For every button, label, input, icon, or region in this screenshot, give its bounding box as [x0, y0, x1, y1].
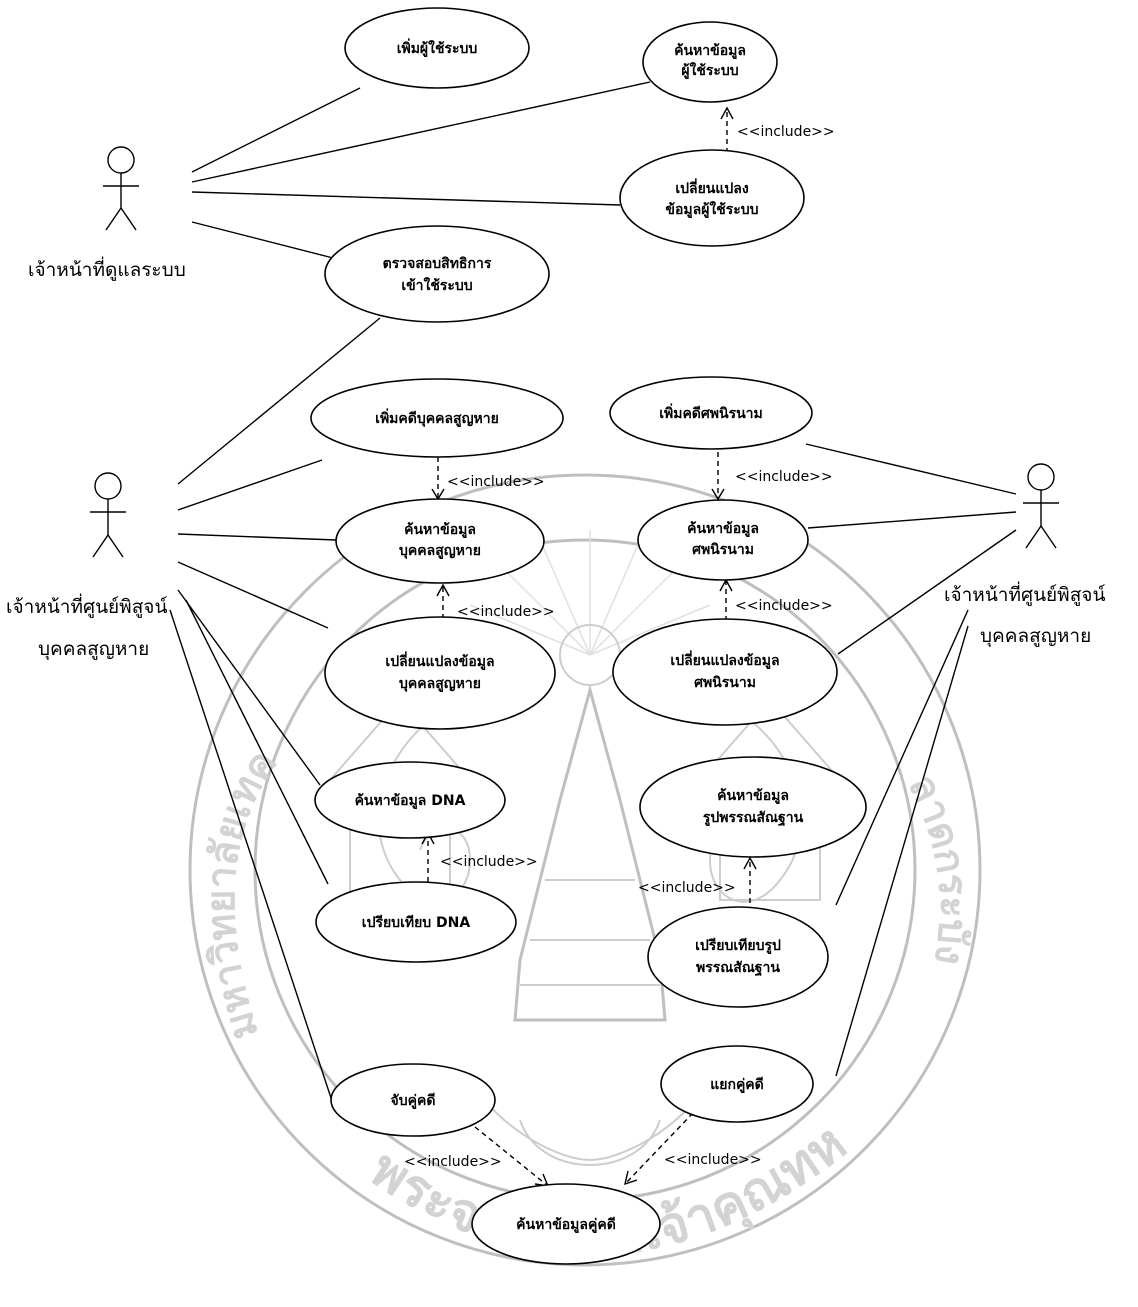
svg-text:พรรณสัณฐาน: พรรณสัณฐาน [696, 960, 780, 977]
include-label: <<include>> [638, 880, 736, 896]
svg-text:เปรียบเทียบรูป: เปรียบเทียบรูป [695, 938, 781, 954]
actor-label-line2: บุคคลสูญหาย [980, 625, 1091, 648]
include-label: <<include>> [447, 474, 545, 490]
include-edit-user-to-search-user: <<include>> [720, 106, 835, 153]
include-compare-feature-to-search-feature: <<include>> [638, 856, 757, 912]
include-split-pair-to-search-pair: <<include>> [624, 1112, 762, 1186]
svg-text:ค้นหาข้อมูล: ค้นหาข้อมูล [717, 788, 789, 804]
usecase-search-dna[interactable]: ค้นหาข้อมูล DNA [314, 761, 506, 839]
assoc-left-search-missing [177, 533, 337, 541]
svg-text:ตรวจสอบสิทธิการ: ตรวจสอบสิทธิการ [383, 256, 492, 272]
svg-text:เข้าใช้ระบบ: เข้าใช้ระบบ [401, 276, 472, 294]
assoc-right-split-pair [835, 625, 969, 1077]
actor-label: เจ้าหน้าที่ดูแลระบบ [28, 256, 186, 281]
usecase-edit-user[interactable]: เปลี่ยนแปลง ข้อมูลผู้ใช้ระบบ [619, 149, 805, 247]
svg-text:เพิ่มผู้ใช้ระบบ: เพิ่มผู้ใช้ระบบ [397, 38, 478, 57]
assoc-admin-edit-user [191, 191, 621, 206]
include-label: <<include>> [404, 1154, 502, 1170]
svg-text:ค้นหาข้อมูล: ค้นหาข้อมูล [674, 43, 746, 59]
usecase-match-pair[interactable]: จับคู่คดี [330, 1063, 496, 1137]
seal-sun-rays [469, 530, 711, 656]
include-label: <<include>> [457, 604, 555, 620]
stick-figure-icon [1023, 463, 1059, 549]
svg-text:เปลี่ยนแปลงข้อมูล: เปลี่ยนแปลงข้อมูล [385, 651, 494, 670]
svg-text:เปลี่ยนแปลงข้อมูล: เปลี่ยนแปลงข้อมูล [670, 650, 779, 669]
usecase-split-pair[interactable]: แยกคู่คดี [660, 1045, 814, 1123]
seal-base-scroll [469, 1079, 711, 1166]
usecase-search-pair[interactable]: ค้นหาข้อมูลคู่คดี [471, 1183, 661, 1265]
svg-text:เปลี่ยนแปลง: เปลี่ยนแปลง [675, 178, 749, 197]
include-add-corpse-to-search-corpse: <<include>> [711, 443, 833, 501]
svg-text:ศพนิรนาม: ศพนิรนาม [694, 675, 756, 691]
stick-figure-icon [103, 146, 139, 231]
usecase-add-corpse[interactable]: เพิ่มคดีศพนิรนาม [609, 376, 813, 450]
svg-text:รูปพรรณสัณฐาน: รูปพรรณสัณฐาน [703, 810, 804, 827]
usecase-compare-feature[interactable]: เปรียบเทียบรูป พรรณสัณฐาน [647, 906, 829, 1008]
stick-figure-icon [90, 472, 126, 558]
svg-text:ข้อมูลผู้ใช้ระบบ: ข้อมูลผู้ใช้ระบบ [665, 200, 758, 218]
svg-text:ค้นหาข้อมูล: ค้นหาข้อมูล [404, 522, 476, 538]
usecase-edit-missing[interactable]: เปลี่ยนแปลงข้อมูล บุคคลสูญหาย [324, 616, 556, 730]
assoc-left-compare-dna [185, 599, 329, 885]
seal-outer-ring [188, 473, 982, 1267]
assoc-right-search-corpse [807, 511, 1017, 529]
seal-text-left: มหาวิทยาลัยเทคโนโลยี [0, 0, 286, 1045]
assoc-left-add-missing [177, 459, 323, 511]
use-cases: เพิ่มผู้ใช้ระบบ ค้นหาข้อมูล ผู้ใช้ระบบ เ… [310, 7, 867, 1265]
include-relations: <<include>> <<include>> <<include>> <<in… [404, 106, 835, 1187]
usecase-search-feature[interactable]: ค้นหาข้อมูล รูปพรรณสัณฐาน [639, 756, 867, 858]
actor-admin[interactable]: เจ้าหน้าที่ดูแลระบบ [28, 146, 186, 281]
include-label: <<include>> [737, 124, 835, 140]
usecase-add-user[interactable]: เพิ่มผู้ใช้ระบบ [344, 7, 530, 89]
assoc-right-add-corpse [805, 443, 1017, 495]
seal-crown [513, 684, 667, 1022]
svg-text:ค้นหาข้อมูล: ค้นหาข้อมูล [687, 521, 759, 537]
usecase-search-corpse[interactable]: ค้นหาข้อมูล ศพนิรนาม [637, 499, 809, 581]
actor-right-staff[interactable]: เจ้าหน้าที่ศูนย์พิสูจน์ บุคคลสูญหาย [944, 463, 1106, 648]
assoc-admin-search-user [191, 81, 651, 183]
svg-text:ค้นหาข้อมูล DNA: ค้นหาข้อมูล DNA [355, 793, 466, 809]
usecase-check-access[interactable]: ตรวจสอบสิทธิการ เข้าใช้ระบบ [324, 225, 550, 323]
usecase-search-user[interactable]: ค้นหาข้อมูล ผู้ใช้ระบบ [642, 21, 778, 103]
associations [169, 81, 1017, 1105]
actor-label-line1: เจ้าหน้าที่ศูนย์พิสูจน์ [944, 581, 1106, 606]
usecase-add-missing[interactable]: เพิ่มคดีบุคคลสูญหาย [310, 378, 564, 458]
svg-text:บุคคลสูญหาย: บุคคลสูญหาย [399, 676, 481, 692]
assoc-right-compare-feature [835, 609, 969, 906]
svg-text:ค้นหาข้อมูลคู่คดี: ค้นหาข้อมูลคู่คดี [516, 1217, 616, 1233]
usecase-compare-dna[interactable]: เปรียบเทียบ DNA [315, 881, 517, 963]
include-label: <<include>> [440, 854, 538, 870]
assoc-right-edit-corpse [837, 529, 1017, 655]
usecase-search-missing[interactable]: ค้นหาข้อมูล บุคคลสูญหาย [335, 498, 545, 584]
svg-text:แยกคู่คดี: แยกคู่คดี [710, 1077, 764, 1093]
svg-text:ศพนิรนาม: ศพนิรนาม [692, 542, 754, 558]
include-label: <<include>> [735, 598, 833, 614]
svg-text:ผู้ใช้ระบบ: ผู้ใช้ระบบ [681, 61, 738, 79]
actor-label-line2: บุคคลสูญหาย [38, 638, 149, 661]
include-label: <<include>> [664, 1152, 762, 1168]
include-compare-dna-to-search-dna: <<include>> [421, 831, 538, 882]
assoc-left-match-pair [169, 609, 334, 1105]
assoc-left-check-access [177, 317, 381, 485]
svg-text:เปรียบเทียบ DNA: เปรียบเทียบ DNA [362, 915, 471, 931]
seal-text-right: ลาดกระบัง [899, 767, 976, 968]
seal-crown-tiers [520, 879, 660, 986]
assoc-left-edit-missing [177, 561, 329, 629]
actor-left-staff[interactable]: เจ้าหน้าที่ศูนย์พิสูจน์ บุคคลสูญหาย [6, 472, 168, 661]
include-label: <<include>> [735, 469, 833, 485]
include-edit-missing-to-search-missing: <<include>> [436, 583, 555, 628]
usecase-edit-corpse[interactable]: เปลี่ยนแปลงข้อมูล ศพนิรนาม [612, 618, 838, 726]
actor-label-line1: เจ้าหน้าที่ศูนย์พิสูจน์ [6, 593, 168, 618]
assoc-admin-check-access [191, 221, 334, 259]
svg-text:บุคคลสูญหาย: บุคคลสูญหาย [399, 543, 481, 559]
svg-text:เพิ่มคดีบุคคลสูญหาย: เพิ่มคดีบุคคลสูญหาย [375, 408, 499, 427]
svg-text:เพิ่มคดีศพนิรนาม: เพิ่มคดีศพนิรนาม [659, 403, 763, 422]
svg-text:จับคู่คดี: จับคู่คดี [391, 1093, 436, 1109]
assoc-admin-add-user [191, 87, 361, 173]
assoc-left-search-dna [177, 589, 321, 786]
